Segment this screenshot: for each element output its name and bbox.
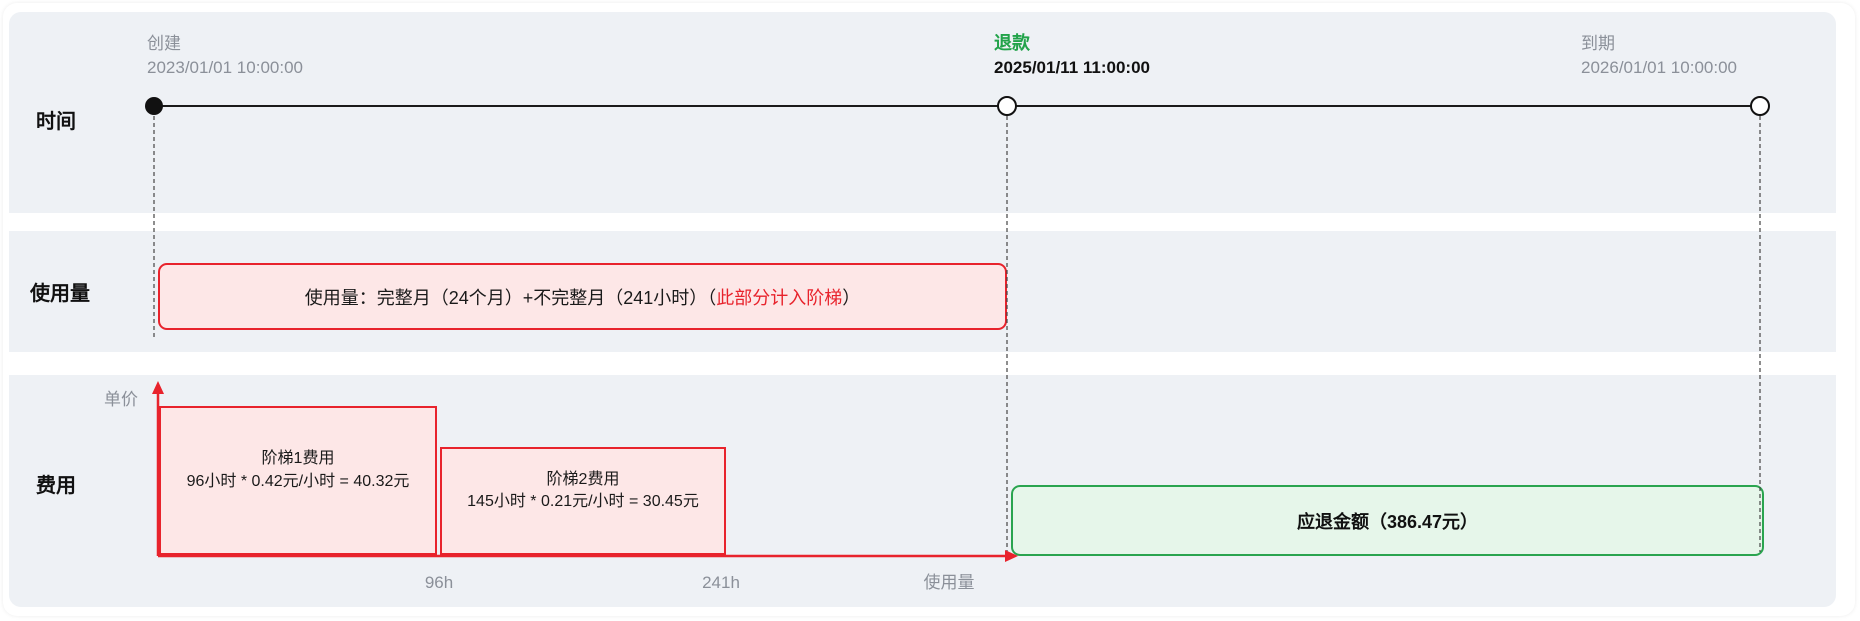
tier-2-title: 阶梯2费用 [546, 471, 620, 488]
tier-2-bar: 阶梯2费用 145小时 * 0.21元/小时 = 30.45元 [440, 447, 726, 555]
cost-row-label: 费用 [36, 475, 76, 497]
usage-summary-box: 使用量：完整月（24个月）+不完整月（241小时）（此部分计入阶梯） [158, 263, 1007, 330]
usage-summary-suffix: ） [842, 287, 861, 308]
expire-label: 到期 [1581, 34, 1615, 53]
usage-row-label: 使用量 [30, 283, 90, 305]
refund-amount-text: 应退金额（386.47元） [1296, 511, 1479, 532]
time-row [9, 12, 1836, 213]
tier-2-tick-label: 241h [702, 573, 740, 592]
time-row-label: 时间 [36, 111, 76, 133]
created-label: 创建 [147, 34, 181, 53]
refund-label: 退款 [994, 33, 1030, 53]
refund-amount-box: 应退金额（386.47元） [1011, 485, 1764, 556]
tier-1-formula: 96小时 * 0.42元/小时 = 40.32元 [186, 473, 410, 490]
created-datetime: 2023/01/01 10:00:00 [147, 58, 303, 77]
tier-1-bar: 阶梯1费用 96小时 * 0.42元/小时 = 40.32元 [159, 406, 437, 555]
usage-summary-highlight: 此部分计入阶梯 [716, 287, 843, 308]
tier-2-formula: 145小时 * 0.21元/小时 = 30.45元 [467, 493, 699, 510]
refund-datetime: 2025/01/11 11:00:00 [994, 58, 1150, 77]
tier-1-tick-label: 96h [424, 573, 454, 592]
price-axis-label: 单价 [104, 390, 138, 409]
expire-datetime: 2026/01/01 10:00:00 [1581, 58, 1737, 77]
usage-summary-prefix: 使用量：完整月（24个月）+不完整月（241小时）（ [304, 287, 717, 308]
tier-1-title: 阶梯1费用 [261, 450, 335, 467]
usage-axis-label: 使用量 [923, 573, 975, 592]
